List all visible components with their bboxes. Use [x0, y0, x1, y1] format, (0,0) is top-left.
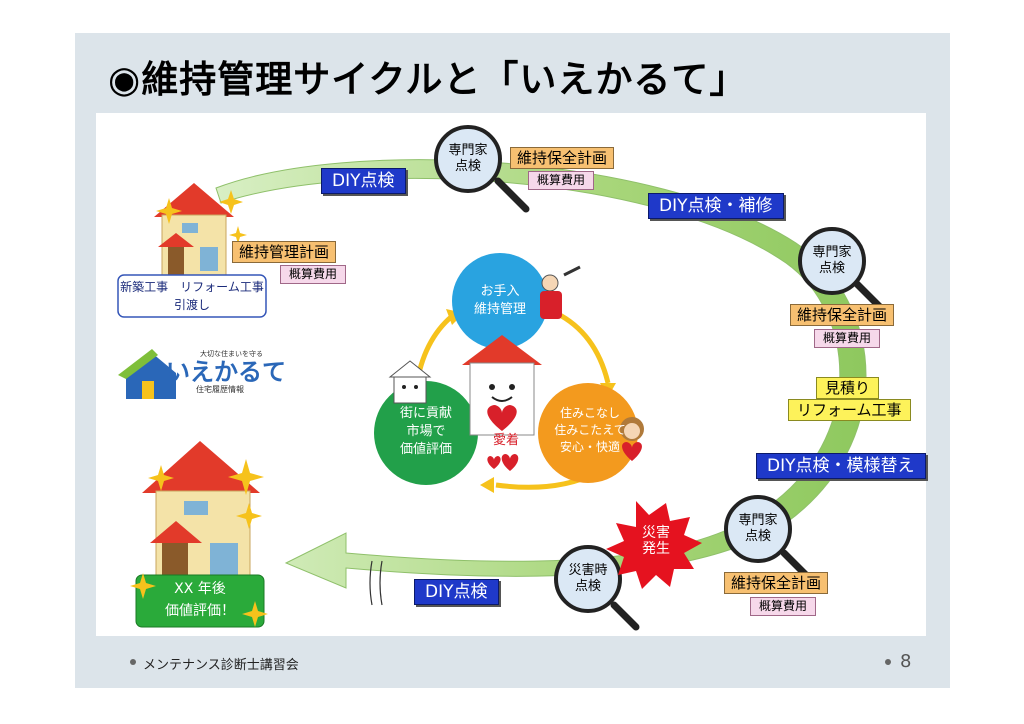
diy-check-repair-label: DIY点検・補修 — [648, 193, 784, 219]
bullet-icon — [130, 659, 136, 665]
disaster-line: 発生 — [642, 541, 670, 557]
logo: 大切な住まいを守る いえかるて 住宅履歴情報 — [166, 350, 296, 395]
logo-tagline: 大切な住まいを守る — [200, 350, 263, 358]
sparkle-icon — [130, 573, 268, 627]
circle-line: 街に貢献 — [399, 406, 452, 421]
approx-cost-label: 概算費用 — [814, 329, 881, 348]
magnifier-icon — [798, 227, 884, 311]
value-sign-line: 価値評価！ — [165, 603, 235, 619]
lens-line: 専門家 — [812, 245, 852, 260]
approx-cost-label: 概算費用 — [528, 171, 595, 190]
maintenance-plan-label: 維持保全計画 — [790, 304, 895, 326]
handover-note-box — [117, 274, 267, 318]
value-sign-line: XX 年後 — [174, 581, 226, 597]
maintenance-management-plan-label: 維持管理計画 — [232, 241, 337, 263]
lens-line: 専門家 — [738, 513, 778, 528]
maintenance-plan-label: 維持保全計画 — [724, 572, 829, 594]
lens-line: 災害時 — [568, 563, 608, 578]
magnifier-icon — [434, 125, 530, 213]
logo-name: いえかるて — [166, 358, 286, 386]
attachment-label: 愛着 — [492, 433, 519, 448]
sparkle-icon — [148, 459, 264, 529]
character-icon — [388, 360, 432, 404]
circle-line: 住みこなし — [559, 406, 620, 420]
circle-line: 価値評価 — [399, 442, 452, 457]
community-circle-text: 街に貢献 市場で 価値評価 — [380, 405, 472, 459]
maintenance-circle-text: お手入 維持管理 — [456, 283, 544, 319]
footer-text: メンテナンス診断士講習会 — [143, 658, 299, 673]
estimate-label: 見積り — [816, 377, 880, 399]
reform-work-label: リフォーム工事 — [788, 399, 911, 421]
diy-check-label: DIY点検 — [321, 168, 406, 194]
page-number: 8 — [900, 651, 912, 672]
circle-community — [374, 381, 478, 485]
lens-line: 専門家 — [448, 143, 488, 158]
heart-icon — [487, 454, 519, 471]
circle-maintenance — [452, 253, 548, 349]
diy-check-renovation-label: DIY点検・模様替え — [756, 453, 926, 479]
magnifier-icon — [554, 545, 640, 631]
circle-line: 維持管理 — [473, 302, 526, 317]
circle-living — [538, 383, 638, 483]
character-icon — [620, 417, 644, 461]
disaster-burst-icon — [606, 501, 702, 589]
lens-line: 点検 — [818, 261, 845, 276]
approx-cost-label: 概算費用 — [280, 265, 347, 284]
bullet-icon — [885, 659, 891, 665]
page-title: ◉維持管理サイクルと「いえかるて」 — [108, 58, 748, 101]
disaster-occurrence-text: 災害 発生 — [628, 525, 684, 557]
expert-check-lens-text: 専門家 点検 — [730, 513, 786, 545]
lens-line: 点検 — [454, 159, 481, 174]
circle-line: 安心・快適 — [559, 440, 620, 454]
maintenance-plan-label: 維持保全計画 — [510, 147, 615, 169]
handover-note: 新築工事 リフォーム工事 引渡し — [118, 278, 266, 314]
disaster-check-lens-text: 災害時 点検 — [560, 563, 616, 595]
handover-note-line: 新築工事 リフォーム工事 — [120, 280, 264, 294]
sparkle-icon — [156, 190, 247, 244]
diagram-panel: DIY点検 DIY点検・補修 DIY点検・模様替え DIY点検 維持保全計画 概… — [96, 113, 926, 636]
diy-check-label: DIY点検 — [414, 579, 499, 605]
circle-line: 住みこたえて — [554, 423, 626, 437]
value-sign-text: XX 年後 価値評価！ — [136, 578, 264, 622]
approx-cost-label: 概算費用 — [750, 597, 817, 616]
character-icon — [540, 265, 581, 319]
expert-check-lens-text: 専門家 点検 — [440, 143, 496, 175]
disaster-line: 災害 — [642, 525, 670, 541]
living-circle-text: 住みこなし 住みこたえて 安心・快適 — [544, 405, 636, 456]
circle-line: 市場で — [406, 424, 446, 439]
lens-line: 点検 — [574, 579, 601, 594]
diagram-artwork — [117, 125, 884, 631]
speed-lines — [369, 560, 383, 606]
logo-subtitle: 住宅履歴情報 — [196, 385, 244, 394]
value-sign-board — [135, 574, 265, 628]
handover-note-line: 引渡し — [173, 298, 210, 312]
circle-line: お手入 — [480, 284, 520, 299]
logo-icon — [118, 349, 176, 399]
lens-line: 点検 — [744, 529, 771, 544]
expert-check-lens-text: 専門家 点検 — [804, 245, 860, 277]
cycle-arrow-band — [215, 159, 867, 589]
house-character-icon — [462, 335, 542, 436]
